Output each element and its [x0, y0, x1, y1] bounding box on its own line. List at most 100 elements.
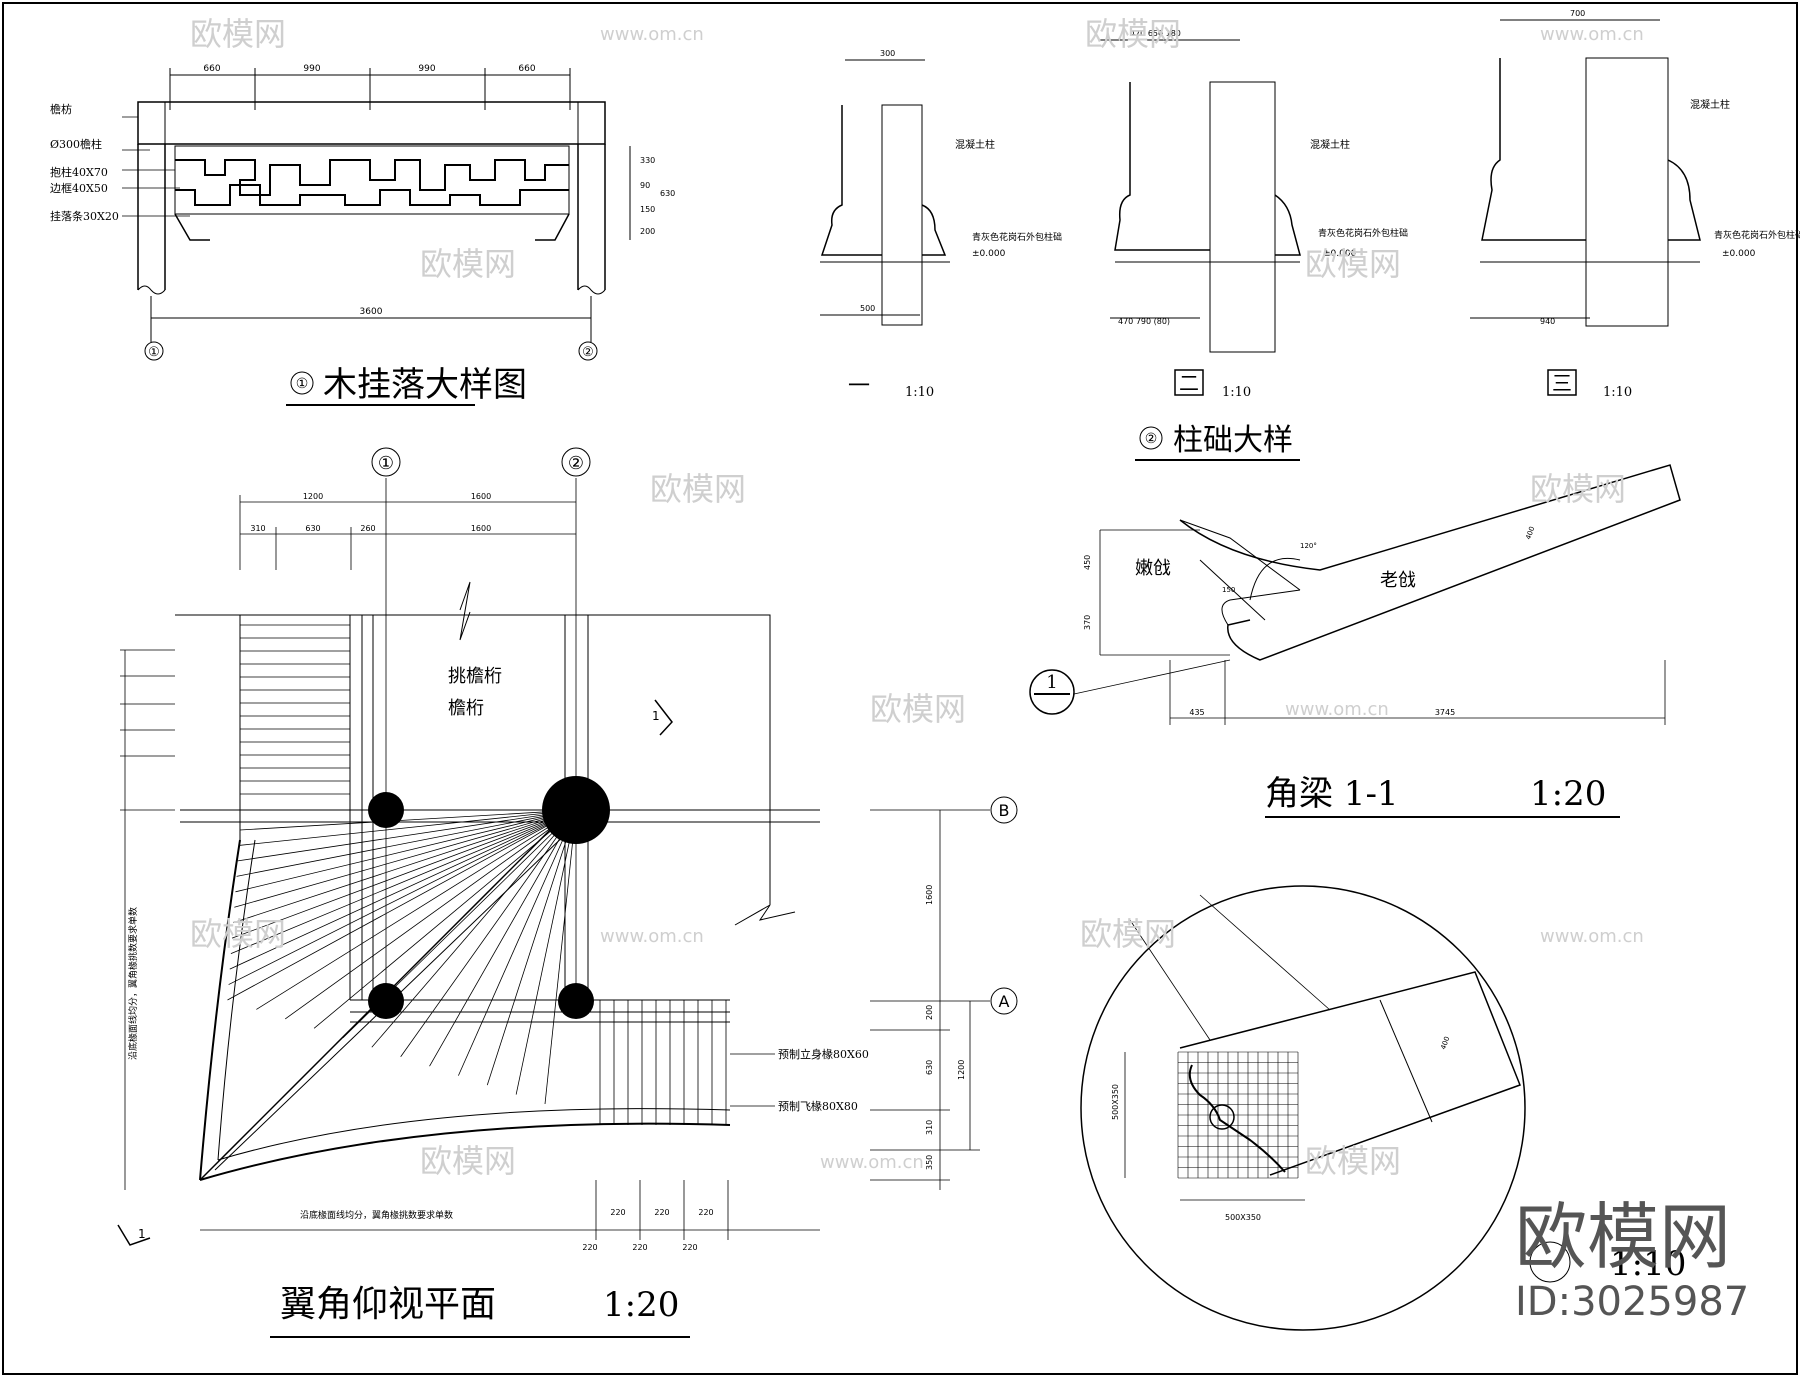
d2-title-number: ②: [1145, 431, 1158, 447]
d1-eave-beam: [137, 101, 606, 145]
d1-label-frame: 边框40X50: [50, 182, 108, 195]
watermark-brand-6: 欧模网: [1530, 470, 1626, 508]
drawing-line: [256, 809, 577, 1010]
drawing-line: [284, 809, 577, 1020]
plan-axis-2-label: ②: [568, 453, 584, 474]
base1-col-label: 混凝土柱: [955, 138, 995, 151]
watermark-url-1: www.om.cn: [600, 24, 704, 45]
circle-dim-h: 500X350: [1225, 1213, 1261, 1222]
base1-top-dim: 300: [880, 49, 895, 58]
plan-label-tiaoyan: 挑檐桁: [448, 666, 502, 687]
base1-base-label: 青灰色花岗石外包柱础: [972, 231, 1062, 243]
d1-label-column: Ø300檐柱: [50, 137, 102, 151]
detail-grid: [1177, 1051, 1299, 1179]
drawing-line: [544, 809, 577, 1105]
plan-right-dim-3: 630: [925, 1060, 934, 1075]
drawing-line: [237, 809, 577, 862]
watermark-url-4: www.om.cn: [600, 926, 704, 947]
drawing-line: [229, 809, 577, 970]
base3-base-label: 青灰色花岗石外包柱础: [1714, 229, 1800, 241]
beam-title: 角梁 1-1: [1265, 774, 1399, 814]
base1-bottom-dim: 500: [860, 304, 875, 313]
plan-axis-A: [990, 987, 1018, 1015]
plan-axis-2: [561, 447, 591, 477]
plan-label-feiyuan: 预制飞椽80X80: [778, 1100, 858, 1113]
circle-detail-mark: [1529, 1241, 1571, 1283]
base2-top-dim: 470 650 180: [1130, 29, 1181, 38]
watermark-brand-4: 欧模网: [1305, 245, 1401, 283]
circle-detail-scale: 1:10: [1610, 1244, 1686, 1284]
watermark-url-2: www.om.cn: [1540, 24, 1644, 45]
d1-title-number-circle: [290, 371, 314, 395]
circle-dim-d: 400: [1439, 1035, 1451, 1050]
d1-dim-4: 660: [518, 64, 535, 74]
base1-level: ±0.000: [972, 249, 1006, 259]
plan-top-dim-6: 1600: [471, 524, 491, 533]
d1-side-dim-5: 630: [660, 189, 675, 198]
d1-side-dim-4: 200: [640, 227, 655, 236]
d1-axis-1-label: ①: [148, 345, 160, 360]
base-section-1: 300 500 混凝土柱 青灰色花岗石外包柱础 ±0.000 一 1:10: [820, 49, 1062, 400]
drawing-line: [400, 809, 577, 1057]
plan-right-dim-1: 1600: [925, 885, 934, 905]
base3-col-label: 混凝土柱: [1690, 98, 1730, 111]
base3-bottom-dim: 940: [1540, 317, 1555, 326]
column-corner: [542, 776, 610, 844]
plan-bottom-dim-4: 220: [582, 1243, 597, 1252]
base-section-3: 700 940 混凝土柱 青灰色花岗石外包柱础 ±0.000 三 1:10: [1470, 9, 1800, 400]
d1-fret-frame: [174, 145, 570, 215]
drawing-line: [236, 809, 577, 877]
d1-label-post: 抱柱40X70: [50, 165, 108, 179]
d1-dim-bottom: 3600: [360, 307, 383, 317]
beam-section-mark-label: 1: [1046, 672, 1057, 693]
column-3: [558, 983, 594, 1019]
d1-dim-3: 990: [418, 64, 435, 74]
d1-side-dim-2: 90: [640, 181, 650, 190]
plan-section-mark-2: 1: [652, 709, 660, 723]
column-2: [368, 983, 404, 1019]
base2-scale: 1:10: [1222, 385, 1251, 400]
detail-2-column-base: 300 500 混凝土柱 青灰色花岗石外包柱础 ±0.000 一 1:10 47…: [820, 9, 1800, 461]
base2-level: ±0.000: [1323, 249, 1357, 259]
drawing-line: [458, 809, 577, 1076]
drawing-line: [234, 809, 577, 908]
drawing-line: [239, 809, 577, 831]
d1-axis-2: [578, 341, 598, 361]
base3-name: 三: [1552, 371, 1572, 395]
plan-top-dim-1: 1200: [303, 492, 323, 501]
watermark-brand-2: 欧模网: [1085, 15, 1181, 53]
plan-label-yashen: 预制立身椽80X60: [778, 1047, 869, 1061]
plan-top-dim-2: 1600: [471, 492, 491, 501]
drawing-line: [371, 809, 577, 1048]
plan-axis-1-label: ①: [378, 453, 394, 474]
plan-label-yanheng: 檐桁: [448, 698, 484, 719]
drawing-line: [486, 809, 577, 1086]
beam-dim-h1: 435: [1189, 708, 1204, 717]
d1-dim-2: 990: [303, 64, 320, 74]
plan-section-mark-1: 1: [138, 1227, 146, 1241]
drawing-line: [235, 809, 577, 893]
d1-dim-1: 660: [203, 64, 220, 74]
base2-name: 二: [1179, 371, 1199, 395]
base3-level: ±0.000: [1722, 249, 1756, 259]
watermark-brand-7: 欧模网: [870, 690, 966, 728]
corner-beam-section: 450 370 435 3745 120° 150 400 嫩戗 老戗 1 角梁…: [1029, 464, 1681, 818]
logo-id: ID:3025987: [1515, 1279, 1749, 1325]
beam-dim-v1: 450: [1083, 555, 1092, 570]
beam-dim-150: 150: [1222, 586, 1235, 594]
circle-dim-v: 500X350: [1111, 1084, 1120, 1120]
beam-label-lao: 老戗: [1380, 570, 1416, 591]
drawing-line: [515, 809, 577, 1095]
plan-bottom-dim-6: 220: [682, 1243, 697, 1252]
rafters-bottom: [599, 1000, 727, 1125]
watermark-url-5: www.om.cn: [1540, 926, 1644, 947]
plan-right-dim-2: 200: [925, 1005, 934, 1020]
rafters-top: [240, 624, 350, 795]
drawing-line: [313, 809, 577, 1029]
plan-axis-A-label: A: [999, 992, 1010, 1011]
beam-dim-h2: 3745: [1435, 708, 1455, 717]
beam-dim-v2: 370: [1083, 615, 1092, 630]
beam-dim-400: 400: [1524, 525, 1536, 540]
beam-scale: 1:20: [1530, 774, 1606, 814]
